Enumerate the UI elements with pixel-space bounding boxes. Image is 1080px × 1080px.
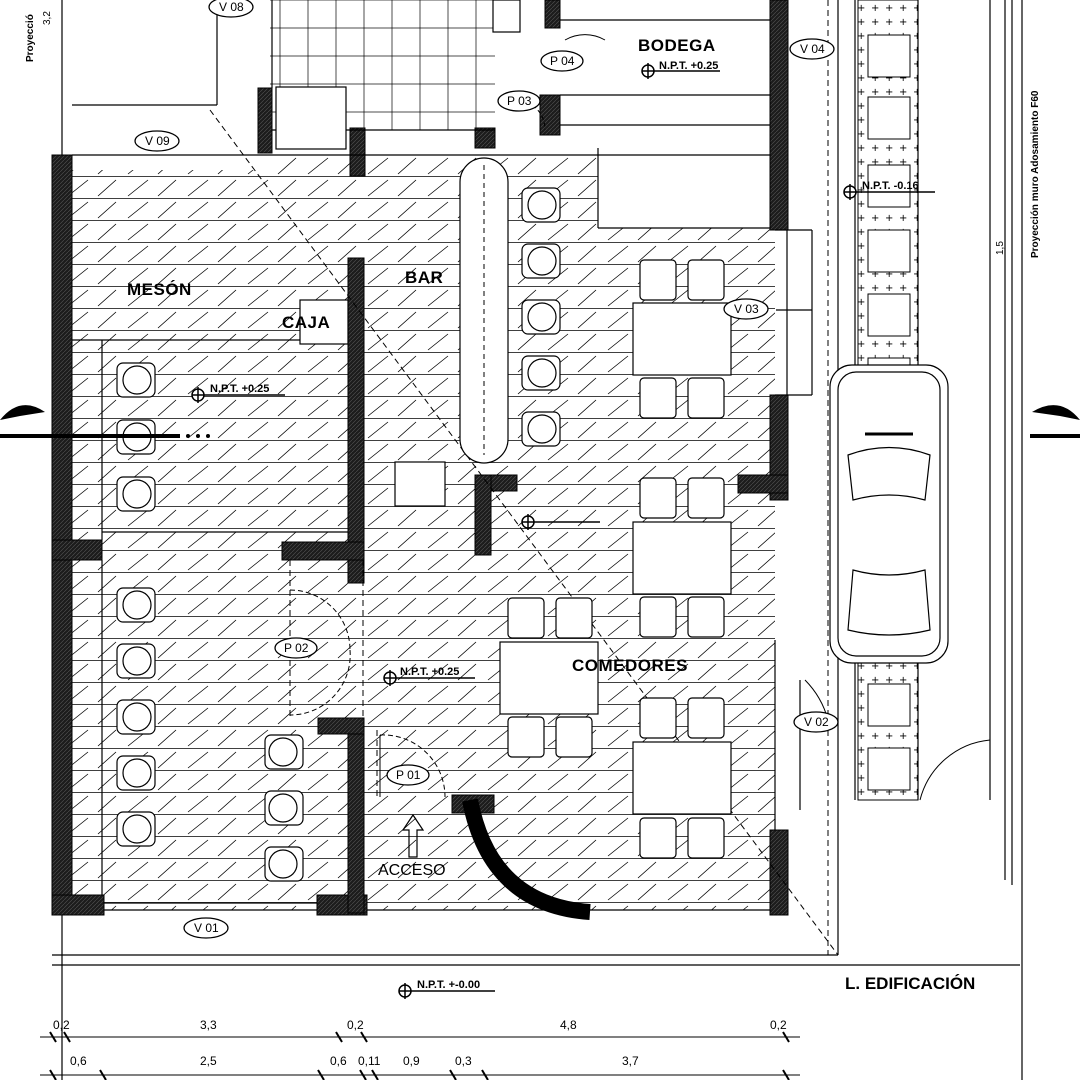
window-tag-v04: V 04 (800, 42, 825, 56)
dimension-text: 4,8 (560, 1018, 577, 1032)
kitchen-appliance (275, 86, 347, 150)
dimension-text: 0,6 (70, 1054, 87, 1068)
cash-register (299, 299, 349, 345)
door-tag-p02: P 02 (284, 641, 309, 655)
table-4 (632, 697, 732, 859)
table-3 (499, 597, 599, 758)
table-2 (632, 477, 732, 638)
window-tag-v03: V 03 (734, 302, 759, 316)
section-arrow-left-icon (0, 405, 45, 420)
right-wall-dim: 1,5 (995, 241, 1006, 255)
level-exterior: N.P.T. -0.16 (862, 180, 919, 192)
dimension-text: 0,11 (358, 1054, 381, 1068)
tag-ovals (134, 0, 839, 939)
meson-stools (116, 362, 304, 882)
dimension-lines (40, 1031, 800, 1080)
room-label-caja: CAJA (282, 313, 330, 332)
room-label-meson: MESÓN (127, 280, 192, 299)
dimension-text: 0,9 (403, 1054, 420, 1068)
entry-arrow-icon (401, 813, 425, 858)
room-label-comedores: COMEDORES (572, 656, 688, 675)
left-projection-dim: 3,2 (42, 11, 53, 25)
dimension-text: 0,2 (347, 1018, 364, 1032)
car-outline (829, 364, 949, 664)
door-tag-p01: P 01 (396, 768, 421, 782)
level-bodega: N.P.T. +0.25 (659, 60, 718, 72)
room-label-bodega: BODEGA (638, 36, 716, 55)
entrance-label: ACCESO (378, 862, 446, 879)
dining-tables (499, 259, 732, 859)
window-tag-v09: V 09 (145, 134, 170, 148)
door-tag-p04: P 04 (550, 54, 575, 68)
bar-stools (521, 187, 561, 447)
kitchen-sink (492, 0, 521, 33)
building-line-label: L. EDIFICACIÓN (845, 974, 975, 993)
column-box (394, 461, 446, 507)
dimension-text: 3,7 (622, 1054, 639, 1068)
dimension-text: 0,2 (770, 1018, 787, 1032)
dimension-text: 0,6 (330, 1054, 347, 1068)
dimension-text: 0,3 (455, 1054, 472, 1068)
window-tag-v08: V 08 (219, 0, 244, 14)
dimension-text: 0,2 (53, 1018, 70, 1032)
door-swings (289, 34, 991, 801)
level-comedores: N.P.T. +0.25 (400, 666, 459, 678)
level-marker-icons (191, 63, 935, 999)
window-tag-v01: V 01 (194, 921, 219, 935)
door-tag-p03: P 03 (507, 94, 532, 108)
level-street: N.P.T. +-0.00 (417, 979, 480, 991)
section-arrow-right-icon (1032, 405, 1080, 420)
left-projection-note: Proyecció (25, 14, 36, 62)
level-meson: N.P.T. +0.25 (210, 383, 269, 395)
right-wall-projection-note: Proyección muro Adosamiento F60 (1030, 90, 1041, 258)
section-cut-line (0, 405, 1080, 438)
table-1 (632, 259, 732, 419)
dimension-text: 2,5 (200, 1054, 217, 1068)
dimension-text: 3,3 (200, 1018, 217, 1032)
window-tag-v02: V 02 (804, 715, 829, 729)
curved-entry-wall (462, 798, 591, 920)
room-label-bar: BAR (405, 268, 443, 287)
